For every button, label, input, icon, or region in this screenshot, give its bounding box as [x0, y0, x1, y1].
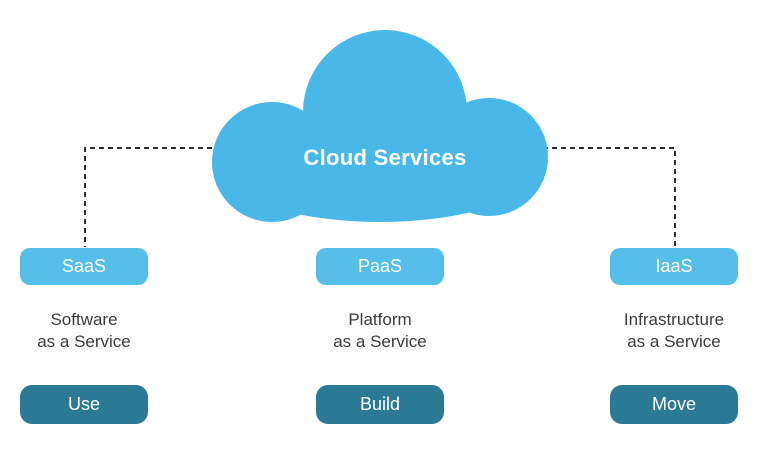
action-button-move[interactable]: Move: [610, 385, 738, 424]
description-paas-line2: as a Service: [333, 332, 427, 351]
description-paas-line1: Platform: [348, 310, 412, 329]
column-iaas: IaaS Infrastructure as a Service Move: [594, 248, 754, 424]
description-iaas: Infrastructure as a Service: [594, 309, 754, 353]
description-iaas-line2: as a Service: [627, 332, 721, 351]
description-saas-line2: as a Service: [37, 332, 131, 351]
description-saas: Software as a Service: [4, 309, 164, 353]
connector-right-dashed-line: [543, 147, 676, 247]
action-button-use[interactable]: Use: [20, 385, 148, 424]
action-button-build[interactable]: Build: [316, 385, 444, 424]
badge-iaas[interactable]: IaaS: [610, 248, 738, 285]
column-paas: PaaS Platform as a Service Build: [300, 248, 460, 424]
connector-left-dashed-line: [84, 147, 212, 247]
column-saas: SaaS Software as a Service Use: [4, 248, 164, 424]
badge-paas[interactable]: PaaS: [316, 248, 444, 285]
description-paas: Platform as a Service: [300, 309, 460, 353]
description-saas-line1: Software: [50, 310, 118, 329]
cloud-shape: [212, 30, 548, 222]
description-iaas-line1: Infrastructure: [623, 310, 725, 329]
badge-saas[interactable]: SaaS: [20, 248, 148, 285]
cloud-services-title: Cloud Services: [303, 145, 467, 170]
